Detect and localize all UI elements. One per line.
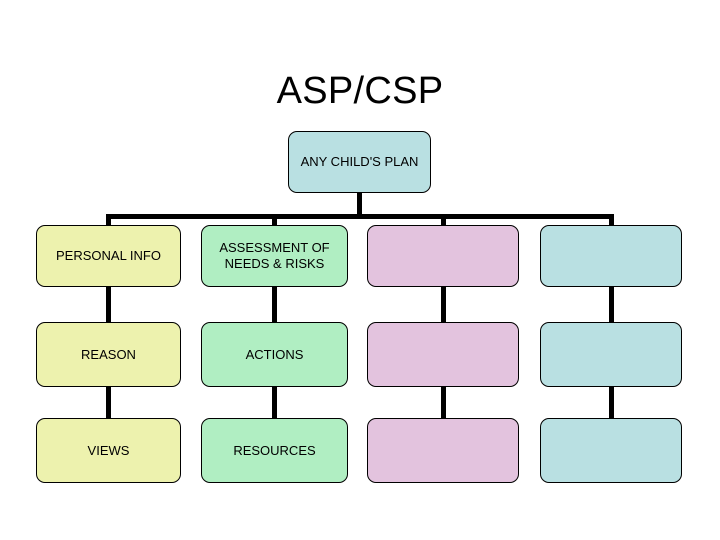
- node-col2-row0[interactable]: [367, 225, 519, 287]
- node-col1-row0-label: ASSESSMENT OF NEEDS & RISKS: [219, 240, 330, 271]
- node-col1-row1-label: ACTIONS: [245, 346, 304, 362]
- connector-col1-row0-to-row1: [272, 287, 277, 322]
- node-col1-row2-label: RESOURCES: [233, 442, 316, 458]
- connector-col1-drop: [272, 214, 277, 225]
- node-root[interactable]: ANY CHILD'S PLAN: [288, 131, 431, 193]
- connector-col1-row1-to-row2: [272, 387, 277, 418]
- node-root-label: ANY CHILD'S PLAN: [300, 154, 419, 169]
- node-col0-row2-label: VIEWS: [87, 442, 130, 458]
- connector-col0-drop: [106, 214, 111, 225]
- node-col0-row2[interactable]: VIEWS: [36, 418, 181, 483]
- node-col0-row0[interactable]: PERSONAL INFO: [36, 225, 181, 287]
- connector-horizontal-bar: [106, 214, 614, 219]
- node-col0-row1-label: REASON: [81, 346, 136, 362]
- connector-col2-drop: [440, 214, 446, 225]
- node-col2-row1[interactable]: [367, 322, 519, 387]
- connector-col0-row0-to-row1: [106, 287, 111, 322]
- connector-root-stem: [357, 193, 362, 219]
- node-col3-row1[interactable]: [540, 322, 682, 387]
- node-col0-row0-label: PERSONAL INFO: [56, 248, 161, 263]
- connector-col2-row0-to-row1: [440, 287, 446, 322]
- node-col3-row0[interactable]: [540, 225, 682, 287]
- node-col3-row2[interactable]: [540, 418, 682, 483]
- node-col0-row1[interactable]: REASON: [36, 322, 181, 387]
- node-col1-row2[interactable]: RESOURCES: [201, 418, 348, 483]
- page-title: ASP/CSP: [276, 70, 444, 112]
- node-col1-row0[interactable]: ASSESSMENT OF NEEDS & RISKS: [201, 225, 348, 287]
- connector-col3-row0-to-row1: [608, 287, 614, 322]
- connector-col0-row1-to-row2: [106, 387, 111, 418]
- node-col2-row2[interactable]: [367, 418, 519, 483]
- connector-col3-row1-to-row2: [608, 387, 614, 418]
- node-col1-row1[interactable]: ACTIONS: [201, 322, 348, 387]
- connector-col2-row1-to-row2: [440, 387, 446, 418]
- connector-col3-drop: [608, 214, 614, 225]
